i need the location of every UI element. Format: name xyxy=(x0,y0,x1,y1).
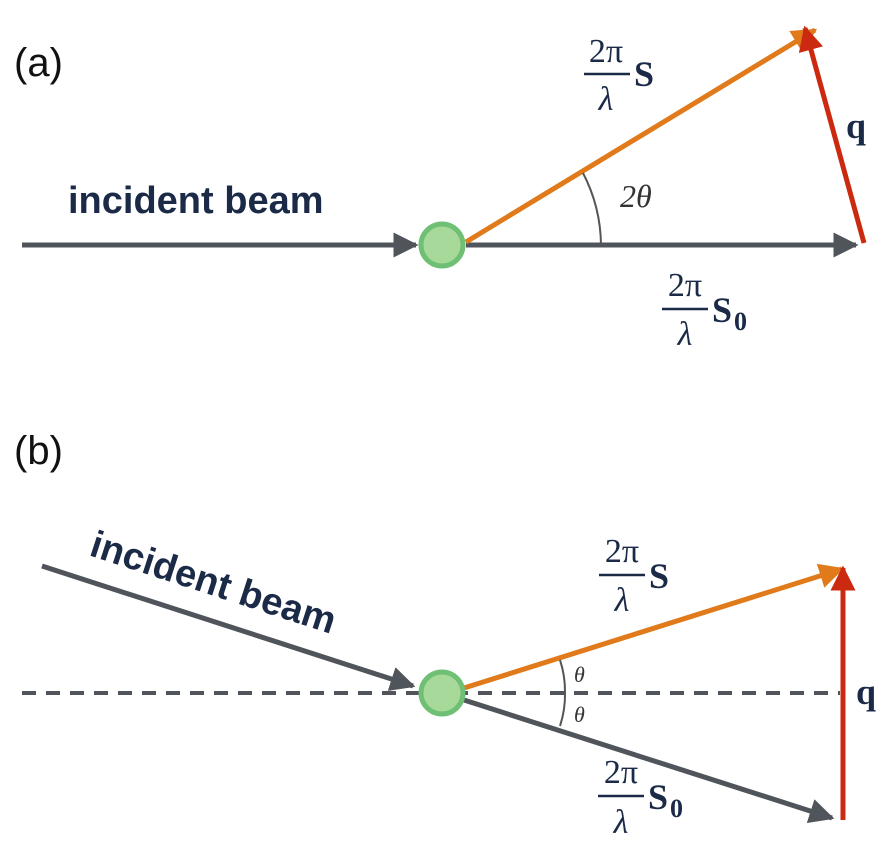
panel-b-label: (b) xyxy=(14,429,63,473)
panel-a-q-label: q xyxy=(846,106,866,146)
panel-b-incident-symbol: S xyxy=(648,777,668,817)
panel-b-transmitted-vector-arrow xyxy=(463,697,835,824)
panel-b-scatterer xyxy=(418,669,466,717)
panel-b-scattered-numerator: 2π xyxy=(605,533,639,570)
panel-b-scattered-denominator: λ xyxy=(614,582,630,619)
panel-a-scattered-vector-arrow xyxy=(464,27,818,245)
panel-b-upper-angle-arc xyxy=(559,659,567,694)
panel-b-incident-denominator: λ xyxy=(613,804,629,841)
panel-b-scattered-symbol: S xyxy=(649,556,669,596)
panel-a-angle-arc xyxy=(582,172,602,246)
panel-a-incident-symbol: S xyxy=(712,290,732,330)
panel-b-lower-angle-arc xyxy=(559,692,567,727)
panel-b-incident-numerator: 2π xyxy=(604,754,638,791)
panel-b-scattered-vector-arrow xyxy=(463,563,845,691)
panel-b-incident-beam-arrow xyxy=(41,563,416,691)
panel-a-scattered-vector-label: 2π λ S xyxy=(584,33,654,118)
panel-b-incident-beam-label: incident beam xyxy=(85,524,341,643)
panel-b-incident-vector-label: 2π λ S 0 xyxy=(598,754,683,841)
panel-b-scattered-vector-label: 2π λ S xyxy=(599,533,669,619)
panel-a-scattered-numerator: 2π xyxy=(589,33,623,70)
panel-a-label: (a) xyxy=(14,41,63,85)
panel-b-upper-angle-label: θ xyxy=(574,662,585,687)
panel-a-incident-numerator: 2π xyxy=(668,267,702,304)
panel-a-incident-subscript: 0 xyxy=(734,307,747,336)
panel-a-incident-denominator: λ xyxy=(677,316,693,353)
panel-a-scatterer xyxy=(418,221,466,269)
panel-b: (b) incident beam θ θ 2π λ S 2π λ S 0 q xyxy=(14,429,876,841)
panel-a-angle-label: 2θ xyxy=(620,178,652,214)
panel-a-q-vector-arrow xyxy=(798,25,867,244)
panel-a: (a) incident beam 2θ 2π λ S 2π λ S 0 q xyxy=(14,25,867,353)
panel-a-incident-vector-label: 2π λ S 0 xyxy=(662,267,747,353)
panel-a-scattered-denominator: λ xyxy=(598,81,614,118)
panel-b-lower-angle-label: θ xyxy=(574,702,585,727)
panel-a-scattered-symbol: S xyxy=(634,54,654,94)
panel-b-incident-subscript: 0 xyxy=(670,794,683,823)
panel-b-q-label: q xyxy=(856,672,876,712)
panel-a-incident-beam-label: incident beam xyxy=(68,180,324,222)
